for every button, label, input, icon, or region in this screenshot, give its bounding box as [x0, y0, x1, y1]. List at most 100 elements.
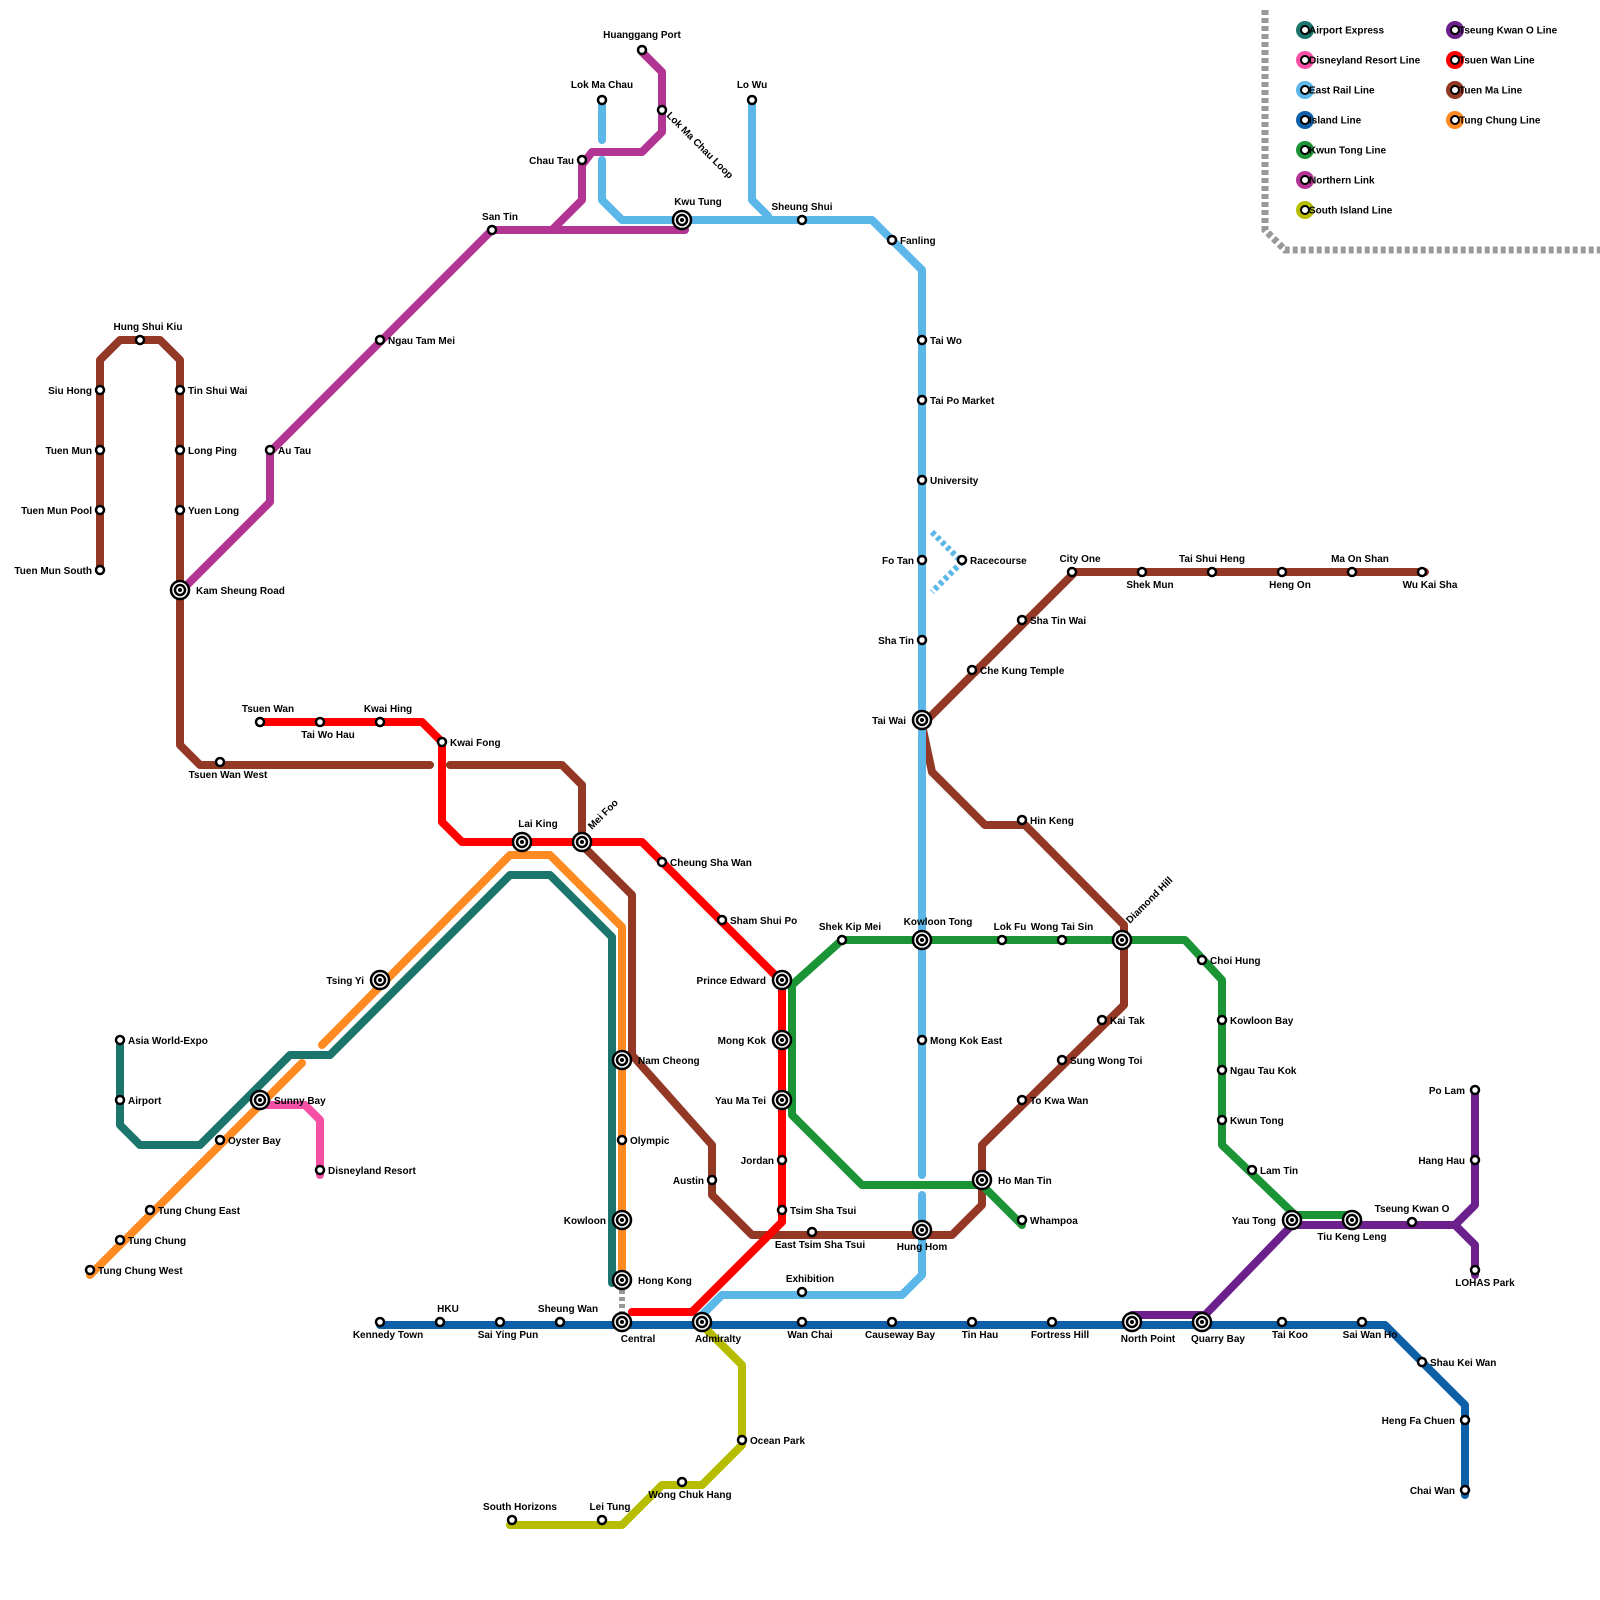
station-mong-kok-east[interactable]: Mong Kok East [916, 1034, 1003, 1047]
station-kwai-fong[interactable]: Kwai Fong [436, 736, 501, 749]
station-tai-koo[interactable]: Tai Koo [1272, 1316, 1308, 1341]
station-ocean-park[interactable]: Ocean Park [736, 1434, 805, 1447]
station-olympic[interactable]: Olympic [616, 1134, 670, 1147]
station-east-tsim-sha-tsui[interactable]: East Tsim Sha Tsui [775, 1226, 865, 1251]
station-kowloon[interactable]: Kowloon [564, 1209, 633, 1231]
station-to-kwa-wan[interactable]: To Kwa Wan [1016, 1094, 1088, 1107]
station-wong-chuk-hang[interactable]: Wong Chuk Hang [648, 1476, 732, 1501]
station-tsing-yi[interactable]: Tsing Yi [326, 969, 391, 991]
station-siu-hong[interactable]: Siu Hong [48, 384, 106, 397]
station-lo-wu[interactable]: Lo Wu [737, 80, 767, 106]
station-ho-man-tin[interactable]: Ho Man Tin [971, 1169, 1052, 1191]
station-tseung-kwan-o[interactable]: Tseung Kwan O [1375, 1204, 1450, 1228]
station-mong-kok[interactable]: Mong Kok [718, 1029, 793, 1051]
station-sheung-shui[interactable]: Sheung Shui [771, 202, 833, 226]
station-kam-sheung-road[interactable]: Kam Sheung Road [169, 579, 285, 601]
station-tung-chung-east[interactable]: Tung Chung East [144, 1204, 241, 1217]
station-lok-ma-chau-loop[interactable]: Lok Ma Chau Loop [656, 104, 735, 181]
station-yau-tong[interactable]: Yau Tong [1232, 1209, 1303, 1231]
station-tuen-mun[interactable]: Tuen Mun [46, 444, 106, 457]
station-kai-tak[interactable]: Kai Tak [1096, 1014, 1145, 1027]
station-lohas-park[interactable]: LOHAS Park [1455, 1264, 1515, 1289]
station-tuen-mun-pool[interactable]: Tuen Mun Pool [21, 504, 106, 517]
station-fortress-hill[interactable]: Fortress Hill [1031, 1316, 1090, 1341]
station-shek-mun[interactable]: Shek Mun [1126, 566, 1174, 591]
station-hung-shui-kiu[interactable]: Hung Shui Kiu [114, 322, 183, 346]
station-airport[interactable]: Airport [114, 1094, 162, 1107]
station-wu-kai-sha[interactable]: Wu Kai Sha [1403, 566, 1458, 591]
station-jordan[interactable]: Jordan [741, 1154, 788, 1167]
station-san-tin[interactable]: San Tin [482, 212, 518, 236]
station-city-one[interactable]: City One [1059, 554, 1101, 578]
station-kwai-hing[interactable]: Kwai Hing [364, 704, 412, 728]
station-kowloon-bay[interactable]: Kowloon Bay [1216, 1014, 1294, 1027]
station-long-ping[interactable]: Long Ping [174, 444, 237, 457]
station-sha-tin-wai[interactable]: Sha Tin Wai [1016, 614, 1086, 627]
station-tuen-mun-south[interactable]: Tuen Mun South [14, 564, 106, 577]
station-sai-ying-pun[interactable]: Sai Ying Pun [478, 1316, 539, 1341]
station-central[interactable]: Central [611, 1311, 655, 1345]
station-hung-hom[interactable]: Hung Hom [897, 1219, 948, 1253]
station-tsuen-wan-west[interactable]: Tsuen Wan West [189, 756, 268, 781]
station-fanling[interactable]: Fanling [886, 234, 936, 247]
station-shek-kip-mei[interactable]: Shek Kip Mei [819, 922, 881, 946]
station-tsuen-wan[interactable]: Tsuen Wan [242, 704, 294, 728]
station-hku[interactable]: HKU [434, 1304, 459, 1328]
station-heng-fa-chuen[interactable]: Heng Fa Chuen [1382, 1414, 1471, 1427]
station-chau-tau[interactable]: Chau Tau [529, 154, 588, 167]
station-tin-hau[interactable]: Tin Hau [962, 1316, 998, 1341]
station-ngau-tam-mei[interactable]: Ngau Tam Mei [374, 334, 455, 347]
station-disneyland-resort[interactable]: Disneyland Resort [314, 1164, 416, 1177]
station-exhibition[interactable]: Exhibition [786, 1274, 834, 1298]
station-sung-wong-toi[interactable]: Sung Wong Toi [1056, 1054, 1143, 1067]
station-ngau-tau-kok[interactable]: Ngau Tau Kok [1216, 1064, 1297, 1077]
station-tung-chung[interactable]: Tung Chung [114, 1234, 186, 1247]
station-tai-wo[interactable]: Tai Wo [916, 334, 962, 347]
station-tin-shui-wai[interactable]: Tin Shui Wai [174, 384, 248, 397]
station-sunny-bay[interactable]: Sunny Bay [249, 1089, 326, 1111]
station-heng-on[interactable]: Heng On [1269, 566, 1311, 591]
station-sheung-wan[interactable]: Sheung Wan [538, 1304, 598, 1328]
station-oyster-bay[interactable]: Oyster Bay [214, 1134, 281, 1147]
station-hang-hau[interactable]: Hang Hau [1418, 1154, 1481, 1167]
station-prince-edward[interactable]: Prince Edward [697, 969, 793, 991]
station-lai-king[interactable]: Lai King [511, 819, 558, 853]
station-sha-tin[interactable]: Sha Tin [878, 634, 928, 647]
station-lei-tung[interactable]: Lei Tung [590, 1502, 631, 1526]
station-cheung-sha-wan[interactable]: Cheung Sha Wan [656, 856, 752, 869]
station-south-horizons[interactable]: South Horizons [483, 1502, 557, 1526]
station-lok-ma-chau[interactable]: Lok Ma Chau [571, 80, 633, 106]
station-tai-shui-heng[interactable]: Tai Shui Heng [1179, 554, 1245, 578]
station-lam-tin[interactable]: Lam Tin [1246, 1164, 1298, 1177]
station-lok-fu[interactable]: Lok Fu [994, 922, 1027, 946]
station-sai-wan-ho[interactable]: Sai Wan Ho [1343, 1316, 1398, 1341]
station-chai-wan[interactable]: Chai Wan [1410, 1484, 1471, 1497]
station-tai-po-market[interactable]: Tai Po Market [916, 394, 995, 407]
station-po-lam[interactable]: Po Lam [1429, 1084, 1481, 1097]
station-kowloon-tong[interactable]: Kowloon Tong [904, 917, 973, 951]
station-hong-kong[interactable]: Hong Kong [611, 1269, 692, 1291]
station-choi-hung[interactable]: Choi Hung [1196, 954, 1261, 967]
station-ma-on-shan[interactable]: Ma On Shan [1331, 554, 1389, 578]
station-huanggang-port[interactable]: Huanggang Port [603, 30, 682, 56]
station-quarry-bay[interactable]: Quarry Bay [1191, 1311, 1245, 1345]
station-asia-world-expo[interactable]: Asia World-Expo [114, 1034, 208, 1047]
station-admiralty[interactable]: Admiralty [691, 1311, 741, 1345]
station-austin[interactable]: Austin [673, 1174, 718, 1187]
station-tung-chung-west[interactable]: Tung Chung West [84, 1264, 183, 1277]
station-kwun-tong[interactable]: Kwun Tong [1216, 1114, 1284, 1127]
station-north-point[interactable]: North Point [1121, 1311, 1176, 1345]
station-tai-wai[interactable]: Tai Wai [872, 709, 933, 731]
station-wan-chai[interactable]: Wan Chai [787, 1316, 833, 1341]
station-kennedy-town[interactable]: Kennedy Town [353, 1316, 423, 1341]
station-hin-keng[interactable]: Hin Keng [1016, 814, 1074, 827]
station-whampoa[interactable]: Whampoa [1016, 1214, 1078, 1227]
station-yau-ma-tei[interactable]: Yau Ma Tei [715, 1089, 793, 1111]
station-tsim-sha-tsui[interactable]: Tsim Sha Tsui [776, 1204, 857, 1217]
station-au-tau[interactable]: Au Tau [264, 444, 311, 457]
station-yuen-long[interactable]: Yuen Long [174, 504, 239, 517]
station-fo-tan[interactable]: Fo Tan [882, 554, 928, 567]
station-university[interactable]: University [916, 474, 979, 487]
station-racecourse[interactable]: Racecourse [956, 554, 1027, 567]
station-tiu-keng-leng[interactable]: Tiu Keng Leng [1317, 1209, 1387, 1243]
